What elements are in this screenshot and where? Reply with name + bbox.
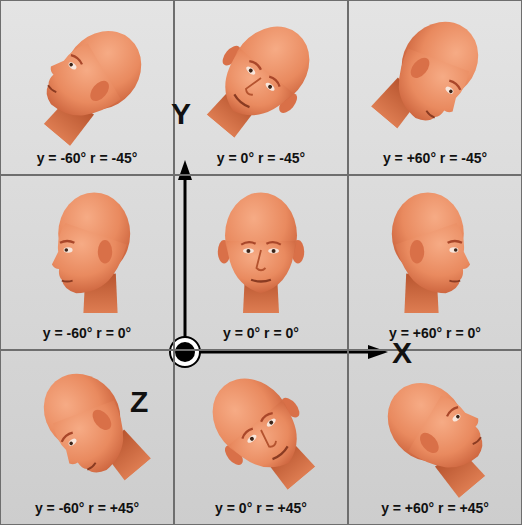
pose-label: y = -60° r = 0° <box>43 325 131 342</box>
pose-cell: y = +60° r = -45° <box>348 0 522 175</box>
head-figure <box>20 11 158 154</box>
head-figure <box>392 192 470 313</box>
head-figure <box>361 6 499 149</box>
pose-cell: y = 0° r = +45° <box>174 350 348 525</box>
axis-label: Z <box>130 386 148 418</box>
pose-label: y = 0° r = +45° <box>215 500 307 517</box>
pose-label: y = 0° r = 0° <box>223 325 299 342</box>
pose-cell: y = 0° r = 0° <box>174 175 348 350</box>
head-figure <box>23 358 161 501</box>
pose-cell: y = -60° r = +45° <box>0 350 174 525</box>
pose-cell: y = +60° r = 0° <box>348 175 522 350</box>
pose-cell: y = -60° r = 0° <box>0 175 174 350</box>
head-figure <box>52 192 130 313</box>
y-axis <box>184 178 187 352</box>
pose-cell: y = 0° r = -45° <box>174 0 348 175</box>
axis-label: Y <box>171 98 191 130</box>
pose-cell: y = +60° r = +45° <box>348 350 522 525</box>
pose-label: y = 0° r = -45° <box>217 150 305 167</box>
pose-label: y = -60° r = -45° <box>37 150 138 167</box>
pose-label: y = +60° r = -45° <box>383 150 487 167</box>
head-figure <box>191 358 335 506</box>
x-arrowhead <box>368 345 388 359</box>
head-figure <box>372 363 510 506</box>
pose-label: y = -60° r = +45° <box>35 500 139 517</box>
pose-cell: y = -60° r = -45° <box>0 0 174 175</box>
axis-label: X <box>392 337 412 369</box>
pose-label: y = +60° r = +45° <box>381 500 489 517</box>
head-figure <box>187 6 331 154</box>
z-axis-dot <box>175 342 195 362</box>
y-arrowhead <box>178 160 192 180</box>
head-figure <box>218 192 304 313</box>
